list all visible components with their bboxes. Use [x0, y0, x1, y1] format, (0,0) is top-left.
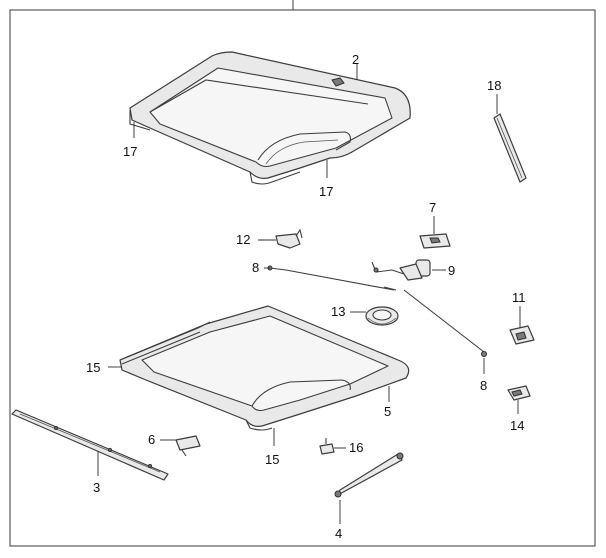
part-13-housing — [365, 306, 399, 326]
callout-15a: 15 — [86, 360, 100, 375]
part-5-sunroof-frame — [119, 305, 410, 431]
callout-6: 6 — [148, 432, 155, 447]
part-18-deflector — [493, 113, 527, 183]
callout-2: 2 — [352, 52, 359, 67]
callout-7: 7 — [429, 200, 436, 215]
part-2-sunroof-panel — [129, 51, 411, 185]
part-9-motor — [371, 259, 431, 281]
part-6-bracket — [175, 435, 201, 457]
callout-17b: 17 — [319, 184, 333, 199]
callout-9: 9 — [448, 263, 455, 278]
callout-11: 11 — [512, 290, 526, 305]
callout-15b: 15 — [265, 452, 279, 467]
callout-14: 14 — [510, 418, 524, 433]
callout-5: 5 — [384, 404, 391, 419]
part-16-clip — [319, 438, 335, 455]
part-3-rail — [11, 409, 169, 481]
diagram-frame — [9, 9, 596, 547]
callout-16: 16 — [349, 440, 363, 455]
callout-3: 3 — [93, 480, 100, 495]
callout-8a: 8 — [252, 260, 259, 275]
callout-4: 4 — [335, 526, 342, 541]
callout-17a: 17 — [123, 144, 137, 159]
callout-8b: 8 — [480, 378, 487, 393]
part-7-bracket — [419, 233, 451, 249]
part-4-strut — [334, 452, 404, 498]
part-11-latch — [509, 325, 535, 345]
callout-12: 12 — [236, 232, 250, 247]
callout-13: 13 — [331, 304, 345, 319]
part-14-handle — [507, 385, 531, 401]
callout-18: 18 — [487, 78, 501, 93]
part-12-clip — [275, 228, 303, 249]
part-8-cable-lower — [403, 289, 487, 357]
